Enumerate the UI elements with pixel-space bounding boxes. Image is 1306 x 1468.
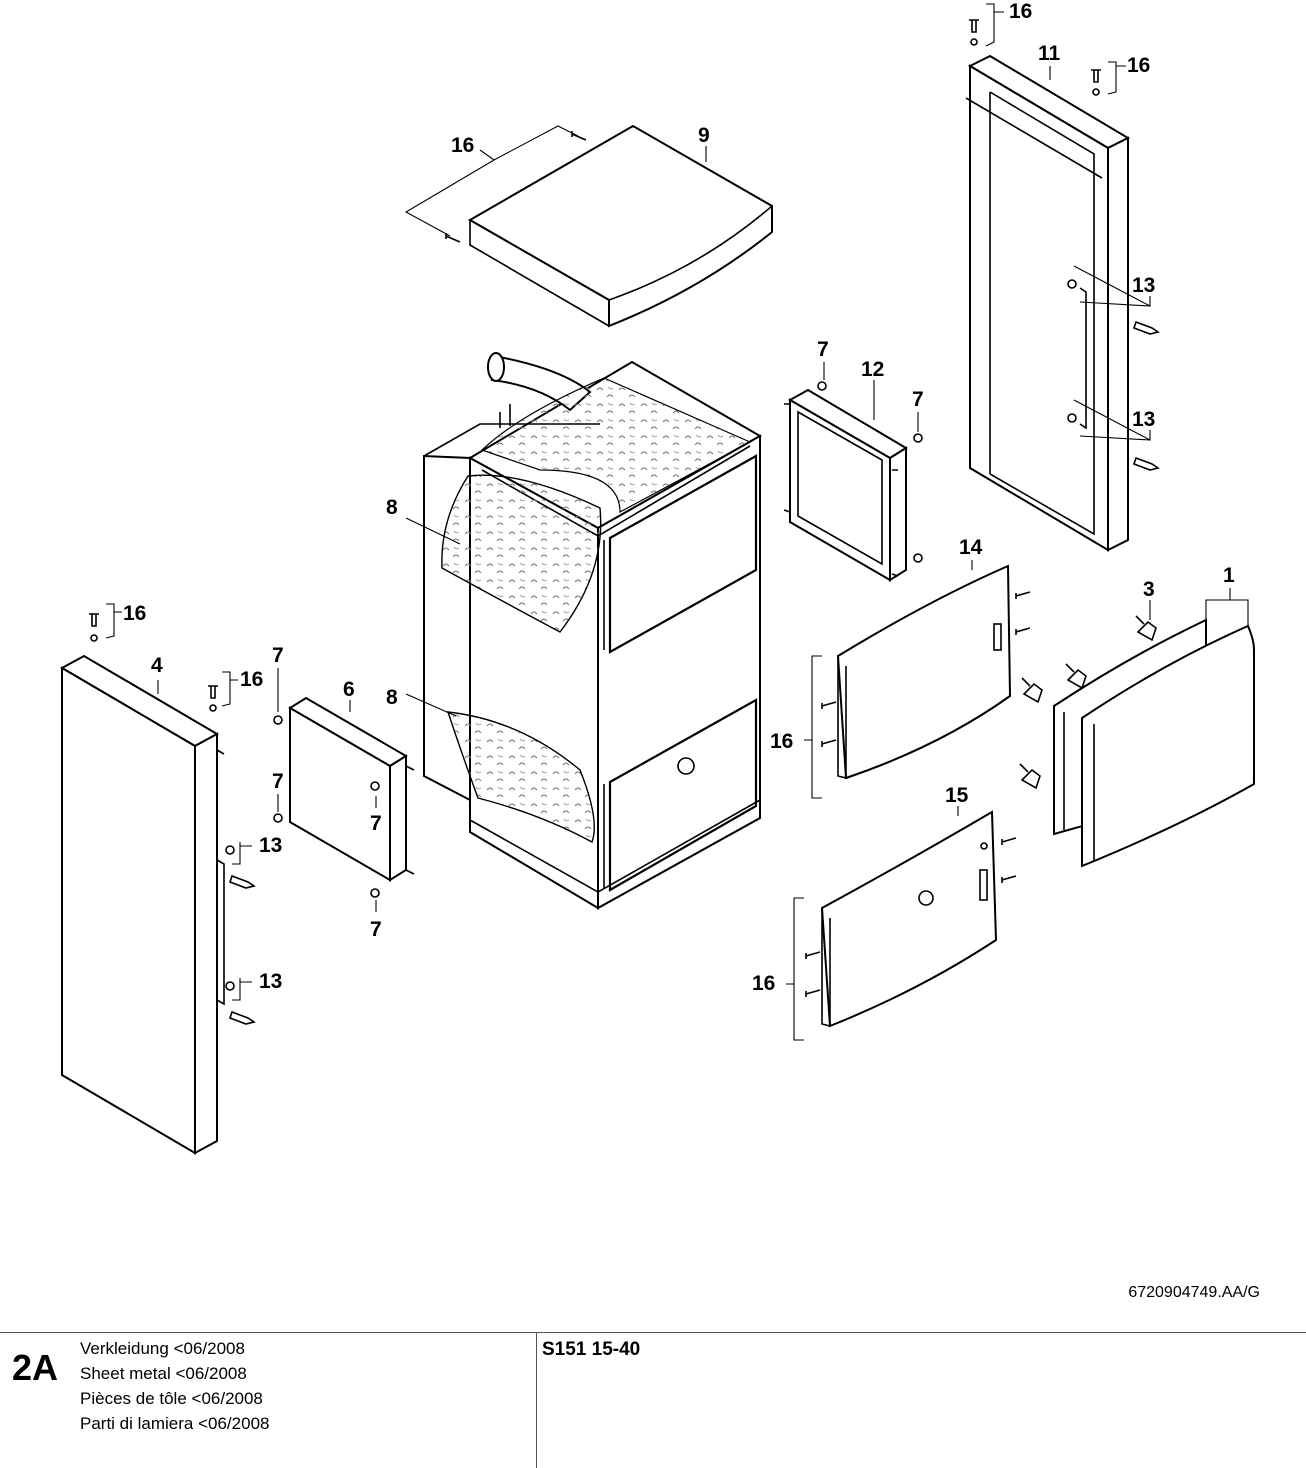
label-16: 16 <box>770 730 793 753</box>
label-16: 16 <box>451 134 474 157</box>
label-7: 7 <box>370 918 382 941</box>
label-4: 4 <box>151 654 163 677</box>
label-15: 15 <box>945 784 969 807</box>
label-3: 3 <box>1143 578 1155 601</box>
part-15-lower-front-panel <box>820 810 998 1028</box>
footer-divider <box>536 1333 537 1468</box>
section-number: 2A <box>12 1347 59 1388</box>
label-16: 16 <box>752 972 775 995</box>
label-12: 12 <box>861 358 884 381</box>
label-7: 7 <box>912 388 924 411</box>
part-1-door-set <box>1053 618 1255 868</box>
part-12-frame <box>783 388 908 582</box>
part-4-side-panel <box>59 654 225 1155</box>
part-3-hinges <box>1019 615 1157 790</box>
label-1: 1 <box>1223 564 1235 587</box>
section-titles: Verkleidung <06/2008 Sheet metal <06/200… <box>80 1336 269 1436</box>
label-14: 14 <box>959 536 983 559</box>
footer: 2A Verkleidung <06/2008 Sheet metal <06/… <box>0 1332 1306 1468</box>
label-11: 11 <box>1038 42 1061 65</box>
part-6-side-panel <box>288 696 415 882</box>
part-14-upper-front-panel <box>836 564 1012 780</box>
label-16: 16 <box>1009 0 1032 23</box>
label-7: 7 <box>272 770 284 793</box>
title-fr: Pièces de tôle <06/2008 <box>80 1389 263 1408</box>
label-7: 7 <box>817 338 829 361</box>
label-9: 9 <box>698 124 710 147</box>
part-labels: 16 11 16 16 9 13 7 12 7 13 8 14 1 3 16 7… <box>123 0 1235 995</box>
label-13: 13 <box>259 970 282 993</box>
label-7: 7 <box>370 812 382 835</box>
part-9-top-cover <box>467 124 773 328</box>
label-16: 16 <box>1127 54 1150 77</box>
label-6: 6 <box>343 678 355 701</box>
document-number: 6720904749.AA/G <box>1128 1284 1260 1301</box>
title-de: Verkleidung <06/2008 <box>80 1339 245 1358</box>
title-it: Parti di lamiera <06/2008 <box>80 1414 270 1433</box>
label-16: 16 <box>123 602 146 625</box>
label-7: 7 <box>272 644 284 667</box>
label-13: 13 <box>259 834 282 857</box>
label-13: 13 <box>1132 274 1155 297</box>
label-16: 16 <box>240 668 263 691</box>
leader-lines <box>105 3 1249 1041</box>
label-8: 8 <box>386 496 398 519</box>
part-8-insulation <box>441 377 752 844</box>
label-13: 13 <box>1132 408 1155 431</box>
title-en: Sheet metal <06/2008 <box>80 1364 247 1383</box>
fasteners <box>89 19 1160 1025</box>
exploded-parts-diagram: 16 11 16 16 9 13 7 12 7 13 8 14 1 3 16 7… <box>59 0 1255 1155</box>
part-11-rear-frame <box>965 54 1131 552</box>
model-number: S151 15-40 <box>542 1339 641 1360</box>
label-8: 8 <box>386 686 398 709</box>
